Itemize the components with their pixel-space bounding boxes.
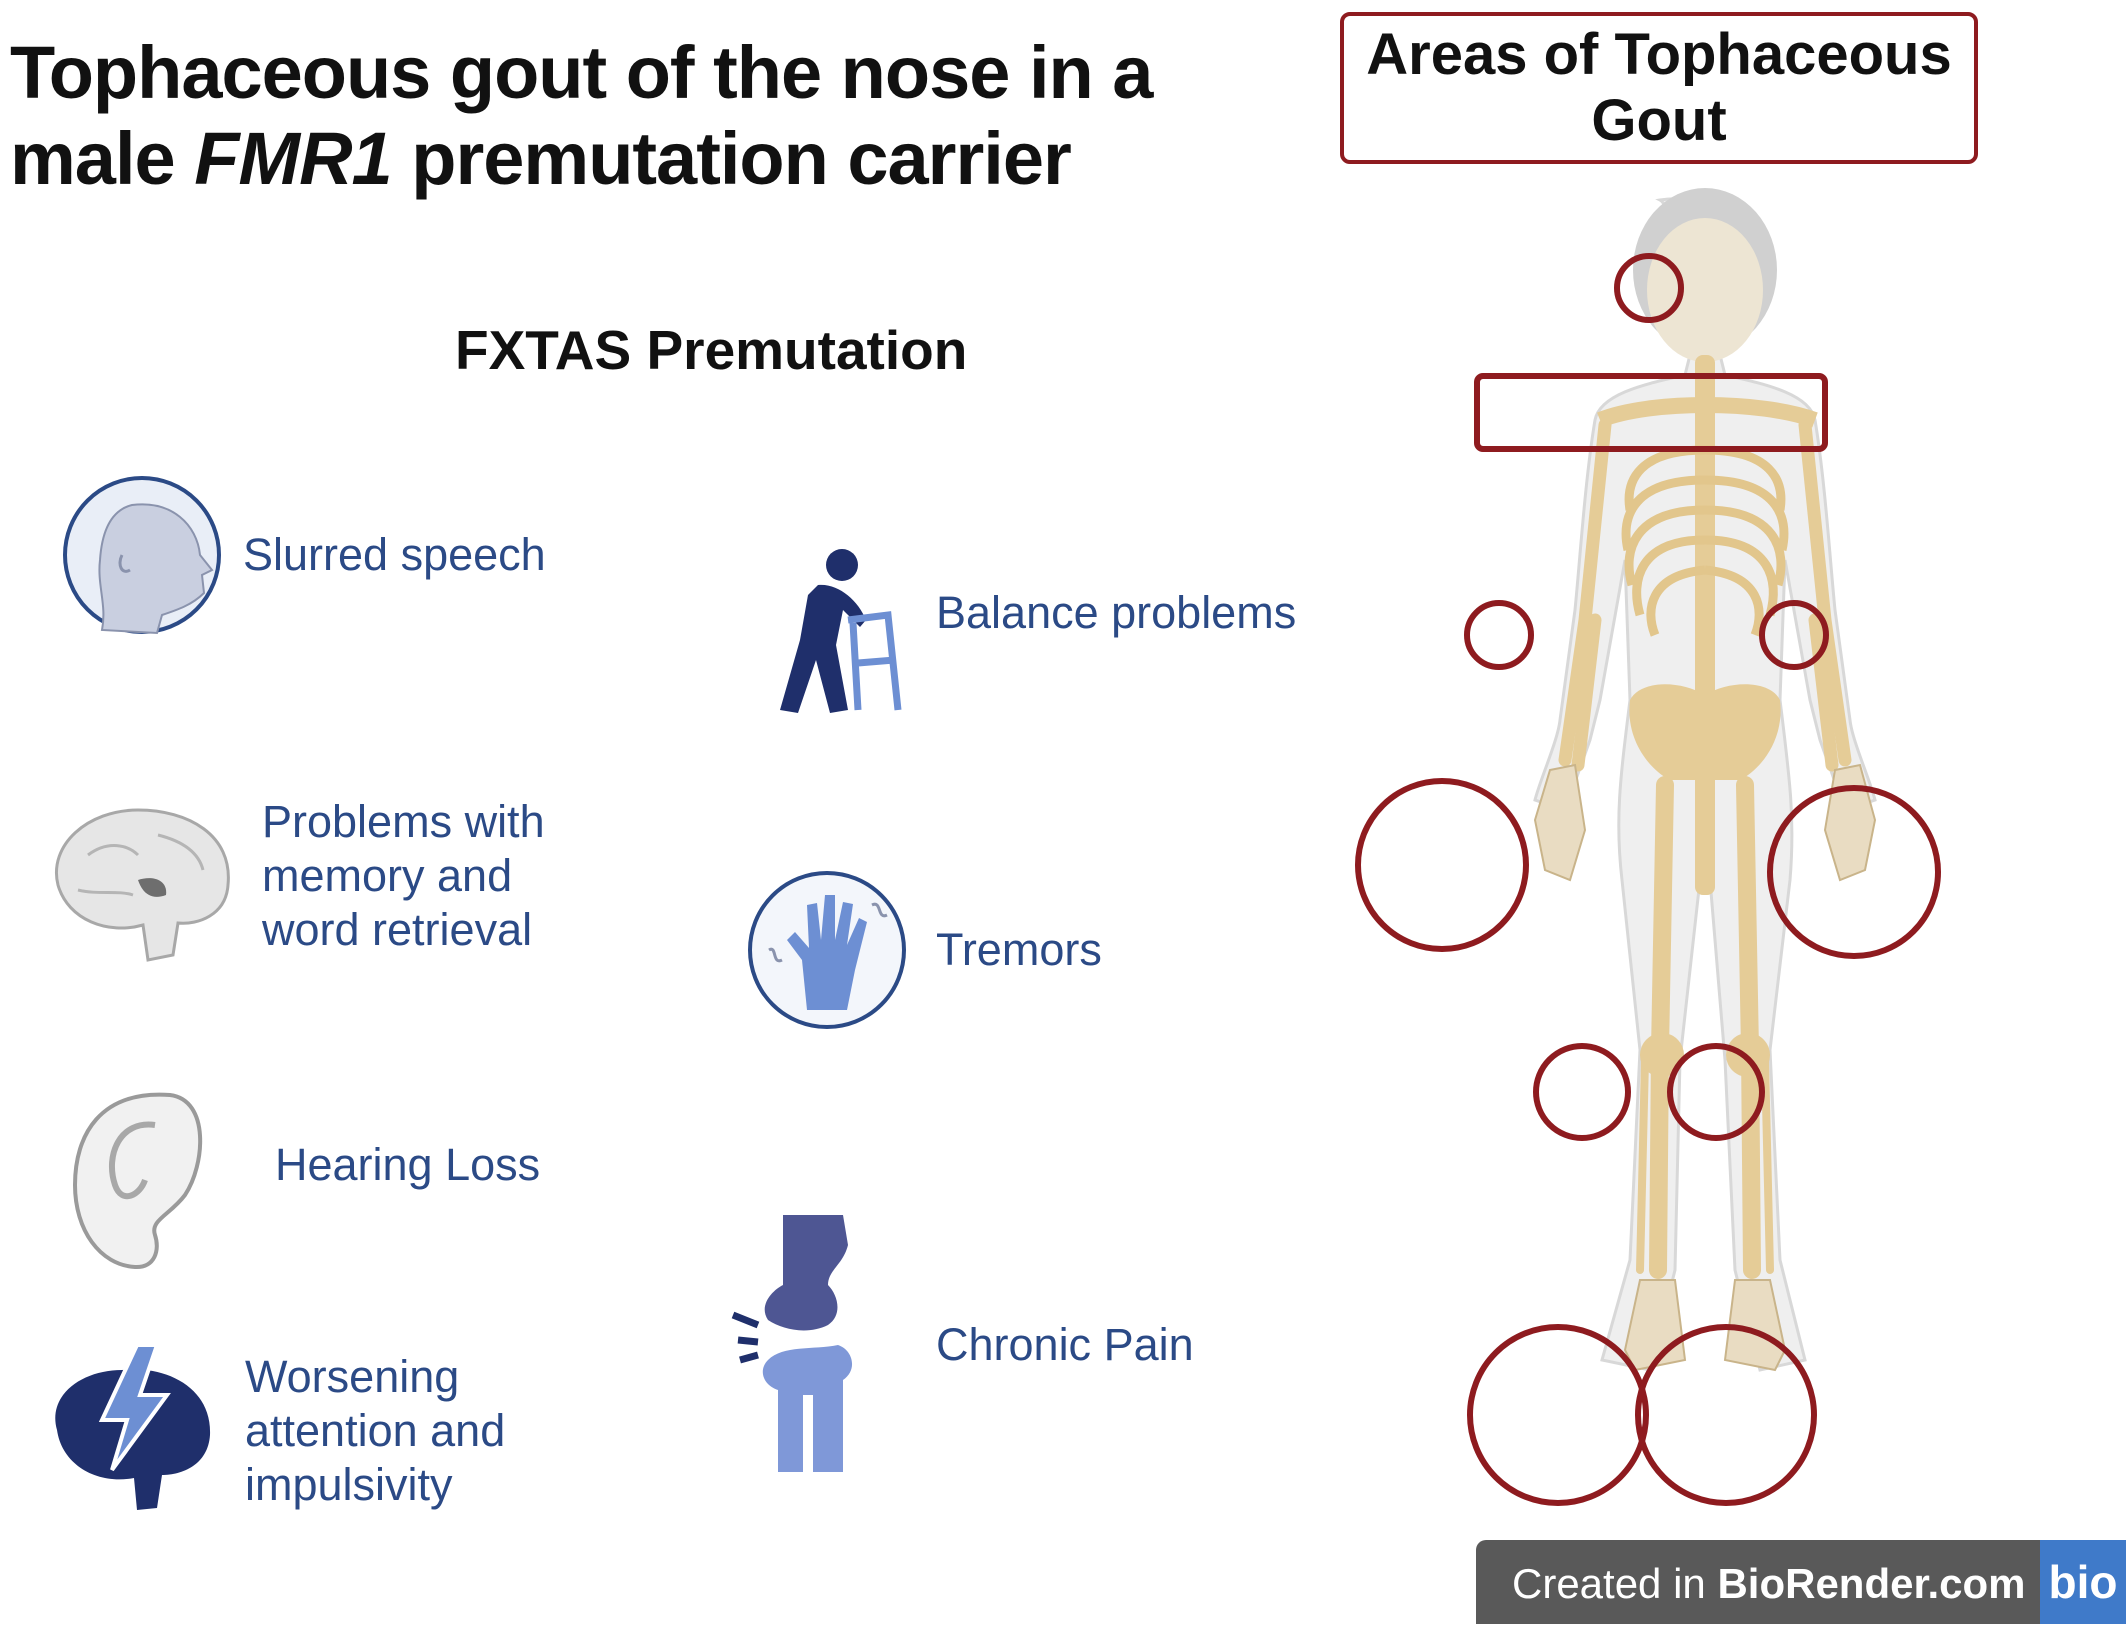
gene-name: FMR1 bbox=[194, 117, 392, 200]
right-hand-marker bbox=[1767, 785, 1941, 959]
title-suffix: premutation carrier bbox=[391, 117, 1072, 200]
symptom-slurred-speech: Slurred speech bbox=[243, 529, 546, 580]
biorender-badge bbox=[1476, 1540, 2124, 1624]
left-foot-marker bbox=[1467, 1324, 1649, 1506]
right-elbow-marker bbox=[1759, 600, 1829, 670]
clavicle-marker bbox=[1474, 373, 1828, 452]
left-knee-marker bbox=[1533, 1043, 1631, 1141]
memory-line-2: memory and bbox=[262, 850, 513, 901]
brain-icon bbox=[55, 808, 230, 962]
walker-person-icon bbox=[780, 549, 902, 713]
left-elbow-marker bbox=[1464, 600, 1534, 670]
attention-line-1: Worsening bbox=[245, 1351, 460, 1402]
areas-title: Areas of Tophaceous Gout bbox=[1366, 22, 1952, 153]
section-heading: FXTAS Premutation bbox=[455, 319, 968, 381]
brain-lightning-icon bbox=[55, 1343, 211, 1510]
right-foot-marker bbox=[1635, 1324, 1817, 1506]
left-hand-marker bbox=[1355, 778, 1529, 952]
nose-marker bbox=[1614, 253, 1684, 323]
title-line-2: male FMR1 premutation carrier bbox=[10, 116, 1152, 202]
knee-joint-icon bbox=[731, 1215, 853, 1472]
symptom-memory: Problems with memory and word retrieval bbox=[262, 795, 545, 957]
figure-title: Tophaceous gout of the nose in a male FM… bbox=[10, 30, 1153, 202]
hand-tremor-icon bbox=[748, 871, 906, 1029]
areas-title-box: Areas of Tophaceous Gout bbox=[1340, 12, 1978, 164]
memory-line-1: Problems with bbox=[262, 796, 545, 847]
head-profile-icon bbox=[63, 476, 221, 635]
symptom-tremors: Tremors bbox=[936, 924, 1102, 975]
badge-text: Created in BioRender.com bbox=[1512, 1560, 2026, 1608]
symptom-chronic-pain: Chronic Pain bbox=[936, 1319, 1194, 1370]
badge-brand: BioRender.com bbox=[1717, 1560, 2026, 1607]
symptom-attention: Worsening attention and impulsivity bbox=[245, 1350, 505, 1512]
skeleton-figure bbox=[1355, 188, 1941, 1506]
symptom-balance: Balance problems bbox=[936, 587, 1297, 638]
attention-line-3: impulsivity bbox=[245, 1459, 453, 1510]
title-line-1: Tophaceous gout of the nose in a bbox=[10, 31, 1153, 114]
title-prefix: male bbox=[10, 117, 195, 200]
memory-line-3: word retrieval bbox=[262, 904, 533, 955]
attention-line-2: attention and bbox=[245, 1405, 506, 1456]
badge-prefix: Created in bbox=[1512, 1560, 1718, 1607]
biorender-logo: bio bbox=[2040, 1540, 2126, 1624]
symptom-hearing-loss: Hearing Loss bbox=[275, 1139, 541, 1190]
right-knee-marker bbox=[1667, 1043, 1765, 1141]
ear-icon bbox=[72, 1092, 203, 1270]
